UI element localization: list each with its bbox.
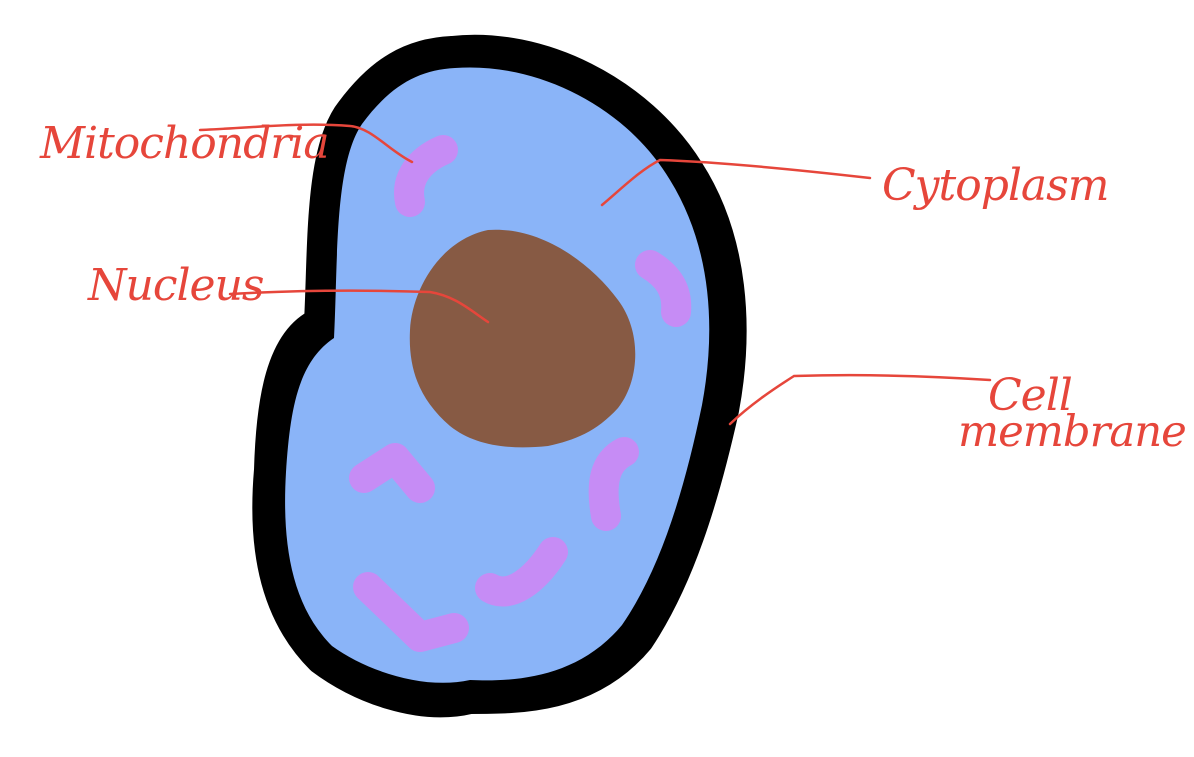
nucleus-label: Nucleus (87, 260, 264, 311)
mitochondrion (394, 135, 458, 217)
cytoplasm-label: Cytoplasm (882, 160, 1108, 211)
cell-membrane-label-line1: Cell (988, 370, 1072, 421)
mitochondria-label: Mitochondria (39, 118, 329, 169)
mitochondrion (353, 572, 469, 652)
mitochondrion (635, 250, 692, 327)
cell-membrane-leader-line (728, 373, 992, 426)
cell-membrane-label-line2: membrane (958, 407, 1186, 457)
mitochondrion (349, 443, 435, 503)
cytoplasm-leader-line (600, 158, 872, 207)
mitochondrion (475, 537, 568, 607)
nucleus-leader-line (228, 289, 490, 324)
mitochondria-leader-line (198, 123, 414, 164)
mitochondrion (588, 437, 639, 531)
leader-lines (198, 123, 992, 426)
mitochondria-group (349, 135, 692, 652)
nucleus (409, 229, 636, 448)
